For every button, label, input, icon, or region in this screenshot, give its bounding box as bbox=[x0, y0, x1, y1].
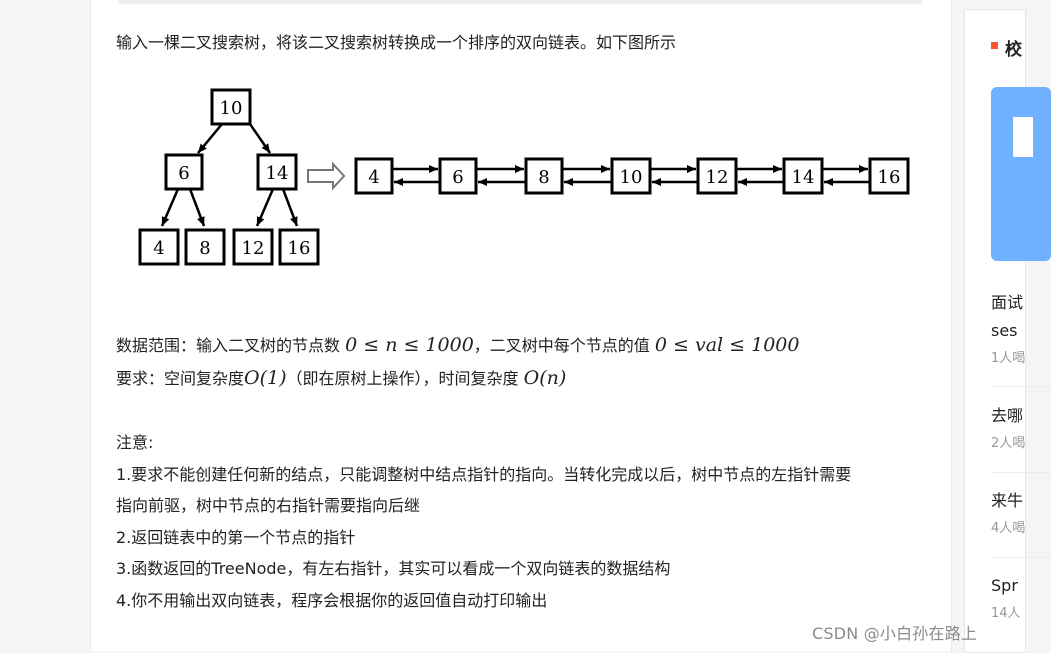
bst-to-list-diagram: 10 6 14 4 8 12 16 4 6 8 10 bbox=[138, 88, 910, 266]
sidebar-heading: 校 bbox=[1005, 40, 1022, 60]
svg-text:8: 8 bbox=[538, 167, 549, 188]
sidebar-item-meta: 4人喝 bbox=[991, 521, 1026, 536]
list-node: 8 bbox=[524, 157, 564, 195]
tree-node: 10 bbox=[210, 88, 252, 126]
tree-node: 8 bbox=[184, 228, 226, 266]
range-n-formula: 0 ≤ n ≤ 1000 bbox=[345, 334, 474, 356]
svg-text:10: 10 bbox=[220, 98, 243, 119]
list-node: 6 bbox=[438, 157, 478, 195]
requirement-line: 要求：空间复杂度O(1)（即在原树上操作），时间复杂度 O(n) bbox=[116, 367, 567, 389]
sidebar-item[interactable]: 面试 ses 1人喝 bbox=[991, 289, 1051, 366]
range-val-formula: 0 ≤ val ≤ 1000 bbox=[654, 334, 800, 356]
notes-section: 注意: 1.要求不能创建任何新的结点，只能调整树中结点指针的指向。当转化完成以后… bbox=[116, 427, 926, 616]
time-complexity-formula: O(n) bbox=[523, 367, 567, 389]
sidebar-item-title: 面试 bbox=[991, 293, 1024, 312]
svg-text:16: 16 bbox=[288, 238, 311, 259]
space-complexity-formula: O(1) bbox=[244, 367, 287, 389]
svg-text:4: 4 bbox=[153, 238, 164, 259]
divider bbox=[991, 557, 1051, 558]
tree-node: 16 bbox=[278, 228, 320, 266]
svg-text:8: 8 bbox=[199, 238, 210, 259]
heading-mark-icon bbox=[991, 42, 998, 49]
sidebar-item-meta: 14人 bbox=[991, 606, 1021, 621]
list-node: 4 bbox=[354, 157, 394, 195]
list-node: 16 bbox=[868, 157, 910, 195]
svg-text:12: 12 bbox=[242, 238, 265, 259]
problem-intro: 输入一棵二叉搜索树，将该二叉搜索树转换成一个排序的双向链表。如下图所示 bbox=[116, 33, 677, 52]
code-block-edge bbox=[118, 0, 923, 4]
tree-node: 12 bbox=[232, 228, 274, 266]
svg-text:6: 6 bbox=[178, 163, 189, 184]
sidebar-item[interactable]: Spr 14人 bbox=[991, 572, 1051, 621]
note-line: 4.你不用输出双向链表，程序会根据你的返回值自动打印输出 bbox=[116, 590, 548, 610]
csdn-watermark: CSDN @小白孙在路上 bbox=[812, 624, 978, 643]
divider bbox=[991, 472, 1051, 473]
svg-text:16: 16 bbox=[878, 167, 901, 188]
list-node: 14 bbox=[782, 157, 824, 195]
sidebar-item-title: 去哪 bbox=[991, 406, 1024, 425]
notes-heading: 注意: bbox=[116, 433, 154, 452]
sidebar-item[interactable]: 去哪 2人喝 bbox=[991, 402, 1051, 451]
sidebar-item-meta: 2人喝 bbox=[991, 436, 1026, 451]
note-line: 3.函数返回的TreeNode，有左右指针，其实可以看成一个双向链表的数据结构 bbox=[116, 559, 671, 578]
note-line: 2.返回链表中的第一个节点的指针 bbox=[116, 527, 356, 547]
sidebar-item-title: 来牛 bbox=[991, 491, 1024, 510]
sidebar-item[interactable]: 来牛 4人喝 bbox=[991, 487, 1051, 536]
sidebar-item-title: ses bbox=[991, 321, 1018, 340]
sidebar-item-title: Spr bbox=[991, 576, 1018, 595]
tree-node: 14 bbox=[256, 153, 298, 191]
transform-arrow-icon bbox=[307, 161, 346, 191]
tree-node: 4 bbox=[138, 228, 180, 266]
svg-text:12: 12 bbox=[706, 167, 729, 188]
sidebar-card: 校 面试 ses 1人喝 去哪 2人喝 来牛 4人喝 Spr 14人 bbox=[964, 9, 1051, 653]
svg-text:14: 14 bbox=[792, 167, 815, 188]
note-line: 指向前驱，树中节点的右指针需要指向后继 bbox=[116, 496, 421, 515]
svg-text:4: 4 bbox=[368, 167, 379, 188]
data-range-line: 数据范围：输入二叉树的节点数 0 ≤ n ≤ 1000，二叉树中每个节点的值 0… bbox=[116, 334, 800, 356]
sidebar-item-meta: 1人喝 bbox=[991, 351, 1026, 366]
svg-text:6: 6 bbox=[452, 167, 463, 188]
banner-graphic bbox=[1013, 117, 1033, 157]
sidebar-banner[interactable] bbox=[991, 87, 1051, 261]
svg-text:10: 10 bbox=[620, 167, 643, 188]
note-line: 1.要求不能创建任何新的结点，只能调整树中结点指针的指向。当转化完成以后，树中节… bbox=[116, 464, 852, 484]
list-node: 12 bbox=[696, 157, 738, 195]
list-node: 10 bbox=[610, 157, 652, 195]
svg-text:14: 14 bbox=[266, 163, 289, 184]
divider bbox=[991, 386, 1051, 387]
tree-node: 6 bbox=[164, 153, 204, 191]
